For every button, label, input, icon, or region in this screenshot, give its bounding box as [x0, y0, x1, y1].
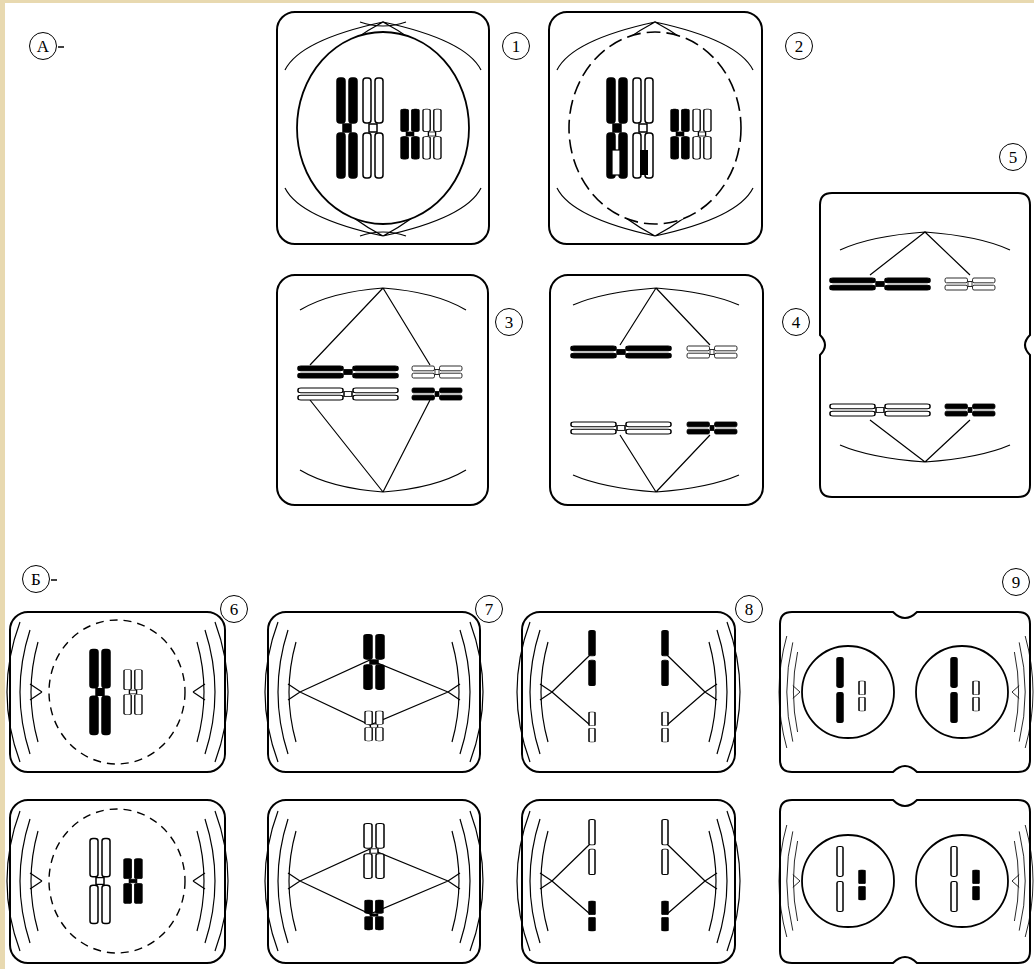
- label-text: 7: [485, 601, 494, 618]
- part-letter: А: [29, 32, 57, 60]
- label-text: 2: [795, 38, 804, 55]
- label-text: Б: [31, 571, 41, 588]
- label-text: 9: [1012, 574, 1021, 591]
- stage-number: 9: [1002, 568, 1030, 596]
- stage-number: 5: [999, 143, 1027, 171]
- stage-number: 7: [475, 595, 503, 623]
- label-text: 1: [512, 38, 521, 55]
- label-text: 6: [230, 601, 239, 618]
- stage-number: 4: [782, 308, 810, 336]
- stage-number: 2: [785, 32, 813, 60]
- label-text: А: [37, 38, 49, 55]
- stage-number: 8: [735, 595, 763, 623]
- stage-number: 3: [495, 308, 523, 336]
- label-text: 4: [792, 314, 801, 331]
- stage-number: 1: [502, 32, 530, 60]
- label-text: 3: [505, 314, 514, 331]
- part-letter: Б: [22, 565, 50, 593]
- label-text: 5: [1009, 149, 1018, 166]
- stage-number: 6: [220, 595, 248, 623]
- label-text: 8: [745, 601, 754, 618]
